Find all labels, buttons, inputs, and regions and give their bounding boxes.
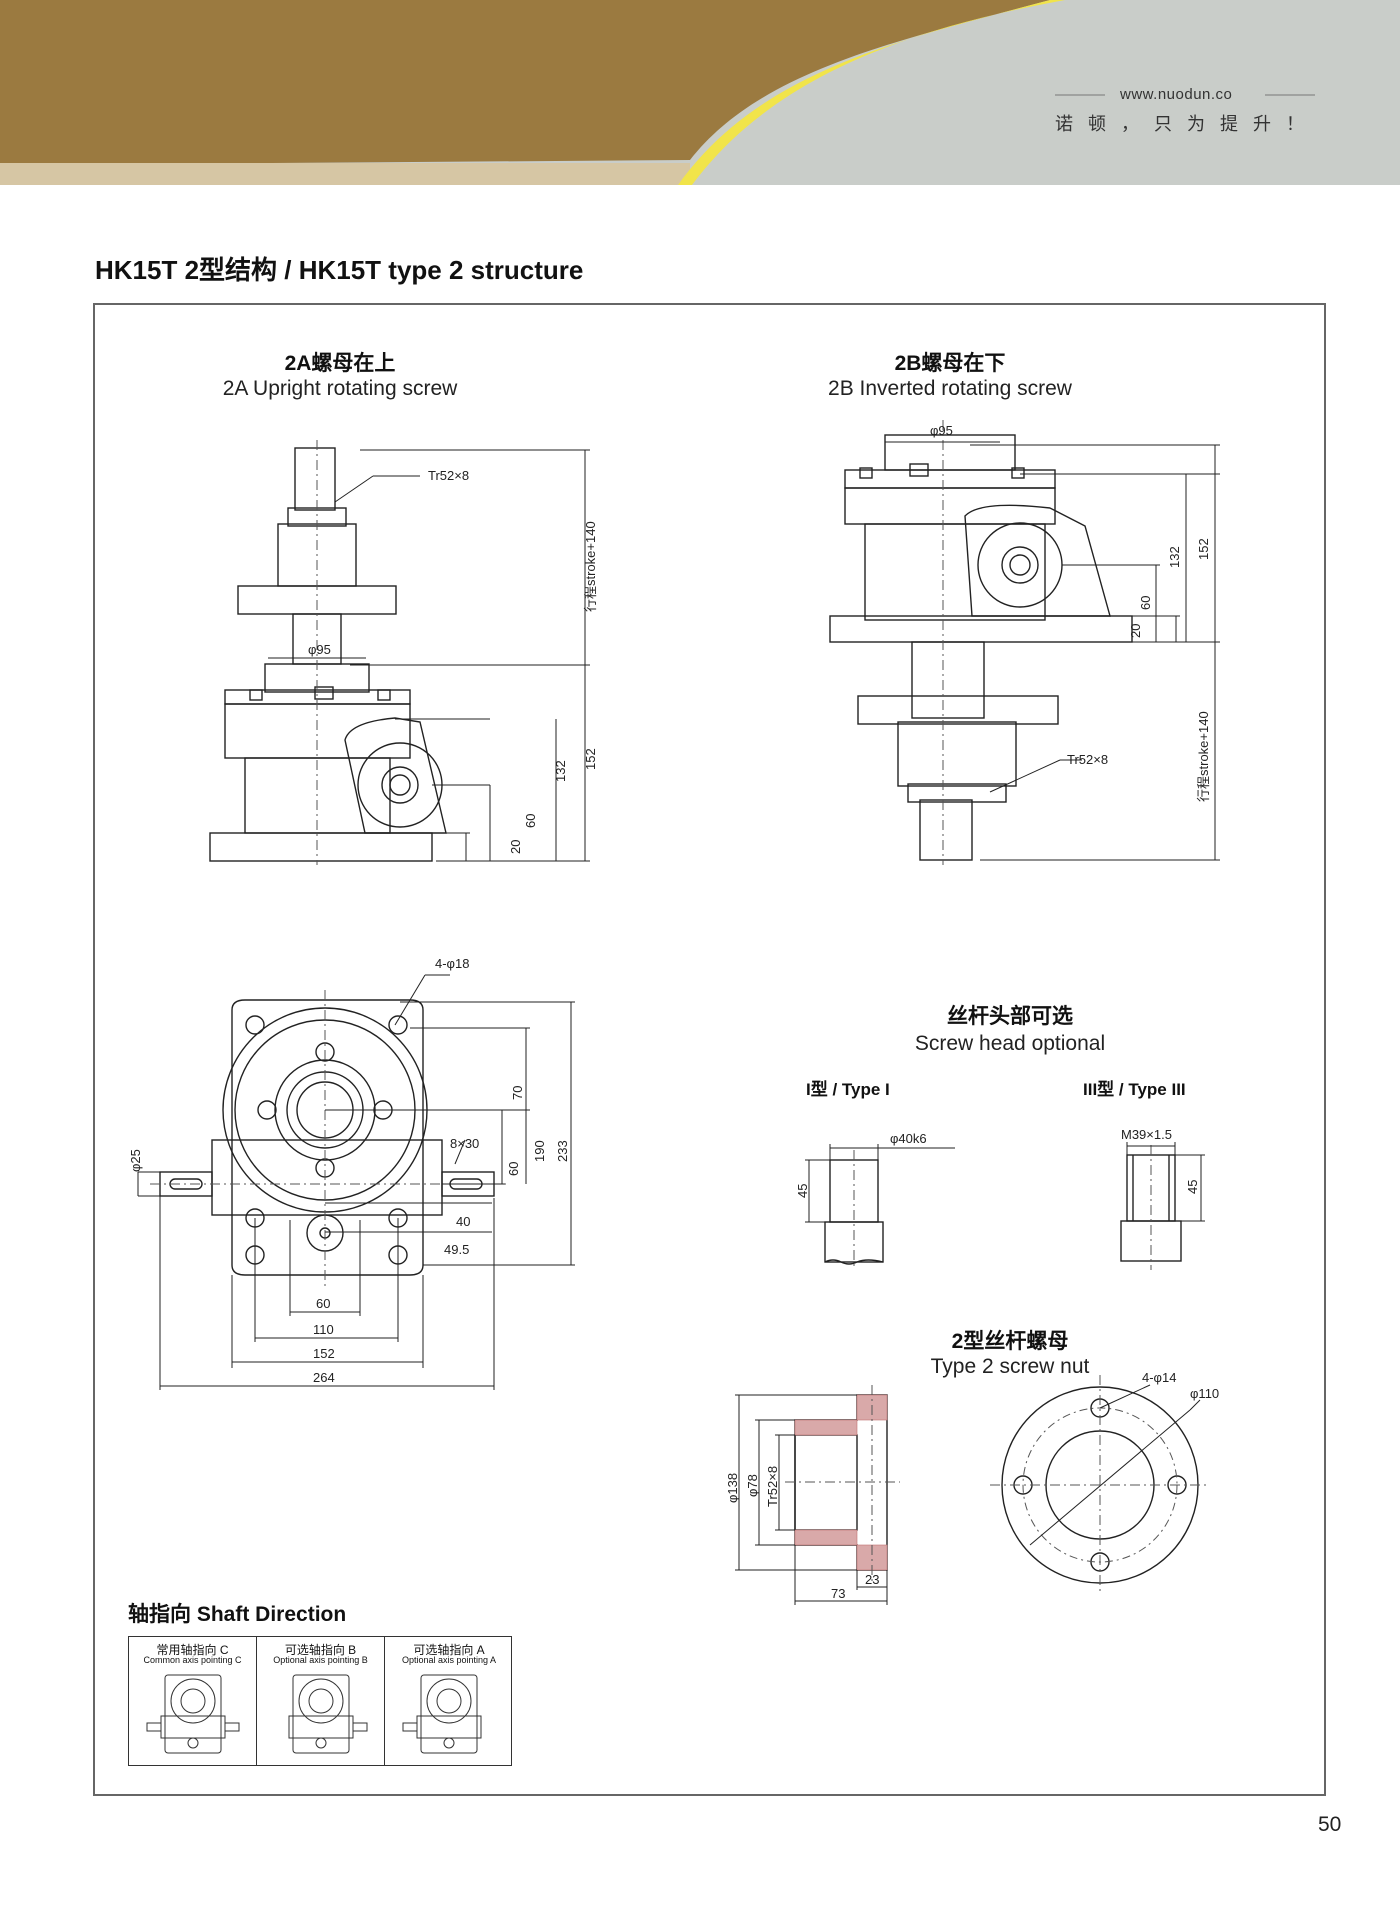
inverted-stroke-label: 行程stroke+140 bbox=[1196, 711, 1211, 802]
bottom-60-label: 60 bbox=[316, 1296, 330, 1311]
inverted-152-label: 152 bbox=[1196, 538, 1211, 560]
drawing-frame bbox=[93, 303, 1326, 1796]
inverted-title-en: 2B Inverted rotating screw bbox=[828, 377, 1072, 400]
inverted-20-label: 20 bbox=[1128, 624, 1143, 638]
phi110-label: φ110 bbox=[1190, 1386, 1219, 1401]
dim-233-label: 233 bbox=[555, 1140, 570, 1162]
shaft-option-b-en: Optional axis pointing B bbox=[273, 1655, 368, 1665]
screw-nut-title-en: Type 2 screw nut bbox=[930, 1355, 1090, 1378]
screw-head-title-zh: 丝杆头部可选 bbox=[947, 1005, 1073, 1028]
shaft-option-b-zh: 可选轴指向 B bbox=[284, 1643, 357, 1657]
top-view-drawing: 4-φ18 8×30 70 190 233 60 φ25 40 49.5 60 … bbox=[128, 956, 575, 1390]
shaft-option-a-diagram bbox=[402, 1674, 482, 1754]
upright-title-zh: 2A螺母在上 bbox=[284, 352, 396, 375]
type-i-label: I型 / Type I bbox=[806, 1080, 890, 1099]
slogan: 诺顿，只为提升！ bbox=[1055, 114, 1319, 134]
shaft-direction-table: 常用轴指向 C Common axis pointing C 可选轴指向 B O… bbox=[128, 1636, 512, 1766]
shaft-option-c: 常用轴指向 C Common axis pointing C bbox=[129, 1637, 257, 1765]
type-i-45-label: 45 bbox=[795, 1184, 810, 1198]
inverted-tr-label: Tr52×8 bbox=[1067, 752, 1108, 767]
dim-190-label: 190 bbox=[532, 1140, 547, 1162]
header-banner bbox=[0, 0, 1400, 185]
screw-head-title-en: Screw head optional bbox=[914, 1032, 1106, 1055]
nut-holes-label: 4-φ14 bbox=[1142, 1370, 1176, 1385]
page-number: 50 bbox=[1318, 1813, 1342, 1836]
website-url: www.nuodun.co bbox=[1120, 86, 1233, 103]
upright-title-en: 2A Upright rotating screw bbox=[222, 377, 458, 400]
upright-20-label: 20 bbox=[508, 840, 523, 854]
shaft-option-c-zh: 常用轴指向 C bbox=[156, 1643, 229, 1657]
inverted-phi95-label: φ95 bbox=[930, 423, 953, 438]
bottom-110-label: 110 bbox=[313, 1322, 334, 1337]
nut-23-label: 23 bbox=[865, 1572, 879, 1587]
m39-label: M39×1.5 bbox=[1121, 1127, 1172, 1142]
upright-132-label: 132 bbox=[553, 760, 568, 782]
phi78-label: φ78 bbox=[745, 1474, 760, 1497]
dim-49-5-label: 49.5 bbox=[444, 1242, 469, 1257]
phi40k6-label: φ40k6 bbox=[890, 1131, 927, 1146]
shaft-option-c-en: Common axis pointing C bbox=[143, 1655, 242, 1665]
type-iii-45-label: 45 bbox=[1185, 1180, 1200, 1194]
nut-front-drawing: 4-φ14 φ110 bbox=[990, 1370, 1219, 1595]
dim-70-label: 70 bbox=[510, 1086, 525, 1100]
inverted-title-zh: 2B螺母在下 bbox=[894, 352, 1006, 375]
upright-tr-label: Tr52×8 bbox=[428, 468, 469, 483]
bottom-152-label: 152 bbox=[313, 1346, 335, 1361]
page-title: HK15T 2型结构 / HK15T type 2 structure bbox=[95, 255, 584, 285]
tr-nut-label: Tr52×8 bbox=[765, 1466, 780, 1507]
upright-stroke-label: 行程stroke+140 bbox=[583, 521, 598, 612]
type-iii-label: III型 / Type III bbox=[1083, 1080, 1186, 1099]
inverted-60-label: 60 bbox=[1138, 596, 1153, 610]
upright-152-label: 152 bbox=[583, 748, 598, 770]
type-iii-drawing: M39×1.5 45 bbox=[1120, 1127, 1205, 1270]
keyway-label: 8×30 bbox=[450, 1136, 479, 1151]
shaft-option-a-en: Optional axis pointing A bbox=[401, 1655, 497, 1665]
shaft-direction-title: 轴指向 Shaft Direction bbox=[128, 1603, 347, 1626]
shaft-option-a: 可选轴指向 A Optional axis pointing A bbox=[385, 1637, 513, 1765]
nut-side-drawing: φ138 φ78 Tr52×8 23 73 bbox=[725, 1385, 900, 1605]
bottom-264-label: 264 bbox=[313, 1370, 335, 1385]
upright-60-label: 60 bbox=[523, 814, 538, 828]
upright-phi95-label: φ95 bbox=[308, 642, 331, 657]
screw-nut-title-zh: 2型丝杆螺母 bbox=[951, 1330, 1069, 1353]
shaft-option-b-diagram bbox=[288, 1674, 368, 1754]
inverted-drawing: φ95 Tr52×8 152 132 60 20 行程stroke+140 bbox=[829, 420, 1220, 865]
nut-73-label: 73 bbox=[831, 1586, 845, 1601]
upright-drawing: Tr52×8 φ95 行程stroke+140 152 132 60 20 bbox=[209, 440, 598, 865]
shaft-option-c-diagram bbox=[146, 1674, 240, 1754]
shaft-option-a-zh: 可选轴指向 A bbox=[413, 1643, 485, 1657]
inverted-132-label: 132 bbox=[1167, 546, 1182, 568]
dim-40-label: 40 bbox=[456, 1214, 470, 1229]
type-i-drawing: φ40k6 45 bbox=[795, 1131, 955, 1270]
phi25-label: φ25 bbox=[128, 1149, 143, 1172]
shaft-option-b: 可选轴指向 B Optional axis pointing B bbox=[257, 1637, 385, 1765]
holes-label: 4-φ18 bbox=[435, 956, 469, 971]
dim-60-label: 60 bbox=[506, 1162, 521, 1176]
phi138-label: φ138 bbox=[725, 1473, 740, 1503]
